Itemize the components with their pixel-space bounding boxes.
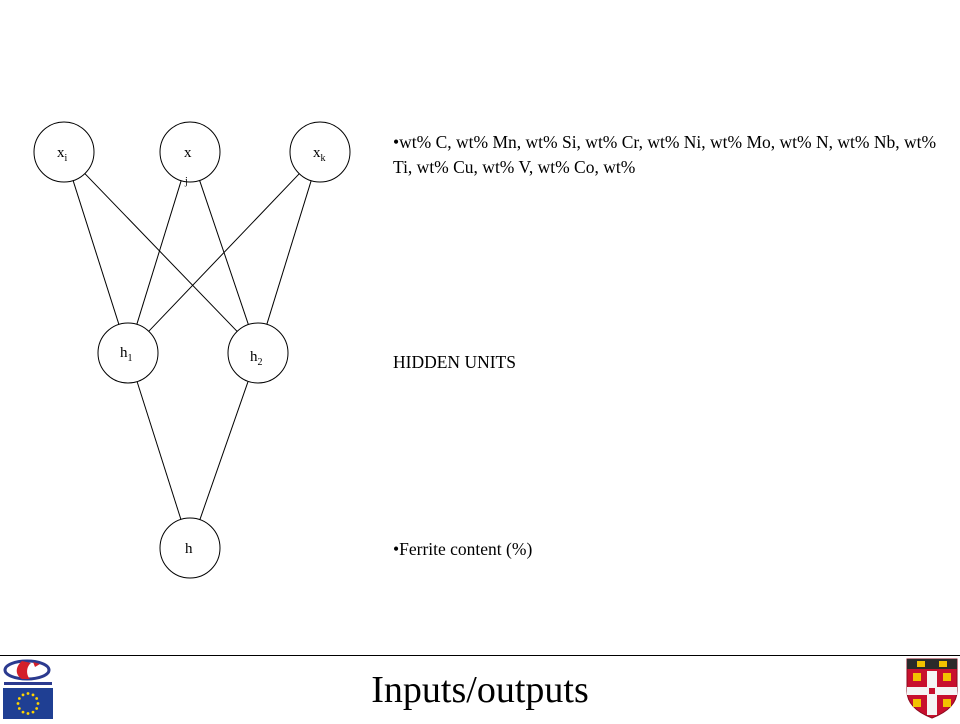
svg-text:h1: h1 <box>120 345 133 364</box>
marie-curie-eu-logo <box>0 657 56 724</box>
eu-star <box>31 693 35 697</box>
eu-star <box>36 702 40 705</box>
svg-text:h: h <box>185 541 193 557</box>
input-node-xi: xi <box>33 121 95 183</box>
hidden-units-label: HIDDEN UNITS <box>393 352 516 372</box>
eu-star <box>26 712 30 715</box>
hidden-node-h2: h2 <box>227 322 289 384</box>
eu-star <box>21 693 25 697</box>
svg-text:xk: xk <box>313 145 326 164</box>
slide-title: Inputs/outputs <box>371 669 589 711</box>
eu-stars <box>16 692 40 715</box>
svg-text:x: x <box>184 145 192 161</box>
output-description: •Ferrite content (%) <box>393 539 533 559</box>
marie-curie-emblem-icon <box>3 659 51 681</box>
input-node-xj: x j <box>159 121 221 187</box>
eu-star <box>16 702 20 705</box>
output-node-h: h <box>159 517 221 579</box>
cambridge-crest-logo <box>905 657 959 724</box>
network-edges <box>72 173 312 520</box>
edge-xj-h1 <box>136 180 182 325</box>
university-crest-icon <box>906 658 958 719</box>
eu-star <box>35 697 39 700</box>
eu-star <box>17 707 21 710</box>
eu-star <box>26 692 30 695</box>
input-node-xk: xk <box>289 121 351 183</box>
eu-star <box>31 710 35 714</box>
eu-star <box>35 707 39 710</box>
edge-h1-out <box>136 381 182 520</box>
hidden-node-h1: h1 <box>97 322 159 384</box>
eu-star <box>21 710 25 714</box>
eu-flag-icon <box>3 688 53 719</box>
neural-network-diagram: xi x j xk h1 h2 h <box>33 121 351 579</box>
inputs-description: •wt% C, wt% Mn, wt% Si, wt% Cr, wt% Ni, … <box>393 132 937 177</box>
footer-divider <box>0 655 960 656</box>
marie-curie-wordmark <box>4 682 52 685</box>
network-nodes: xi x j xk h1 h2 h <box>33 121 351 579</box>
svg-text:xi: xi <box>57 145 68 164</box>
edge-h2-out <box>199 381 249 520</box>
edge-xi-h1 <box>72 180 120 325</box>
edge-xi-h2 <box>84 173 238 332</box>
svg-text:j: j <box>184 176 188 187</box>
svg-text:h2: h2 <box>250 349 263 368</box>
edge-xk-h2 <box>266 180 312 325</box>
eu-star <box>17 697 21 700</box>
edge-xk-h1 <box>148 173 300 332</box>
